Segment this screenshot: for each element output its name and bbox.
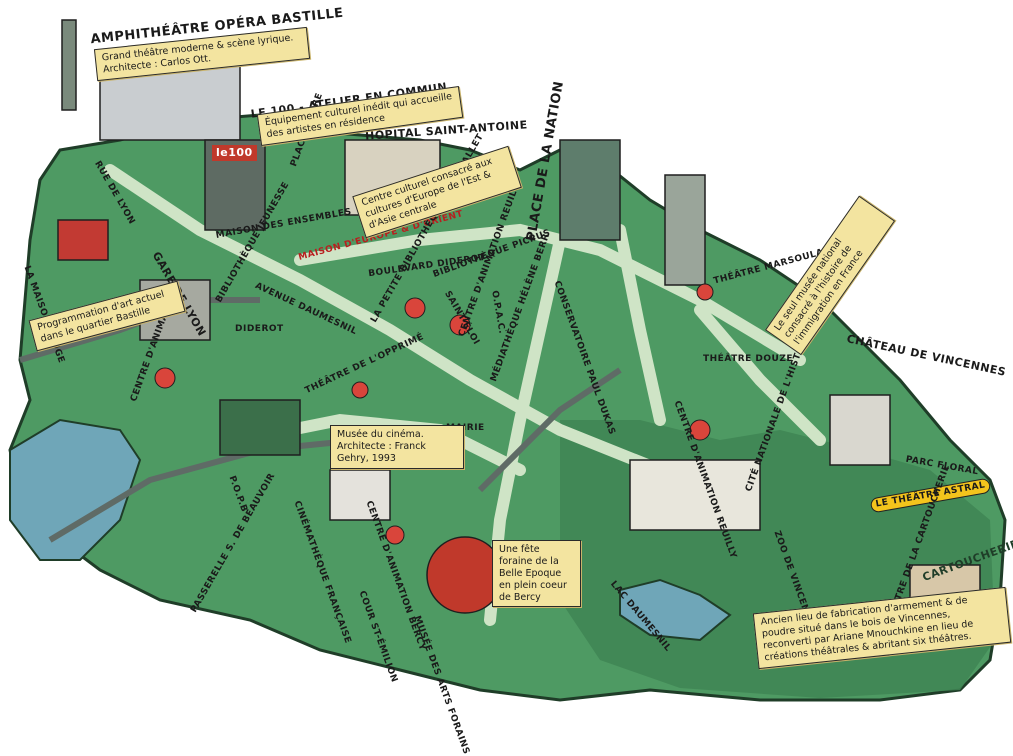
le100-sign: le100 xyxy=(212,145,257,161)
opera-bastille-building xyxy=(99,59,241,141)
trone-columns xyxy=(664,174,706,286)
lac-daumesnil-water xyxy=(619,578,732,642)
scroll-cinema-description: Musée du cinéma. Architecte : Franck Geh… xyxy=(330,425,464,469)
seine-river xyxy=(9,418,142,561)
cinematheque-building xyxy=(329,469,391,521)
maison-rouge-building xyxy=(57,219,109,261)
illustrated-map xyxy=(8,19,1007,702)
popb-building xyxy=(219,399,301,456)
label-diderot: DIDEROT xyxy=(235,324,284,334)
label-mairie: MAIRIE xyxy=(446,423,485,433)
chateau-vincennes-building xyxy=(829,394,891,466)
theatre-markers xyxy=(154,283,714,545)
colonne-juillet xyxy=(61,19,77,111)
nation-monument xyxy=(559,139,621,241)
label-theatre-douze: THÉÂTRE DOUZE xyxy=(703,354,794,364)
scroll-fete-foraine: Une fête foraine de la Belle Epoque en p… xyxy=(492,540,581,608)
cite-immigration-building xyxy=(629,459,761,531)
